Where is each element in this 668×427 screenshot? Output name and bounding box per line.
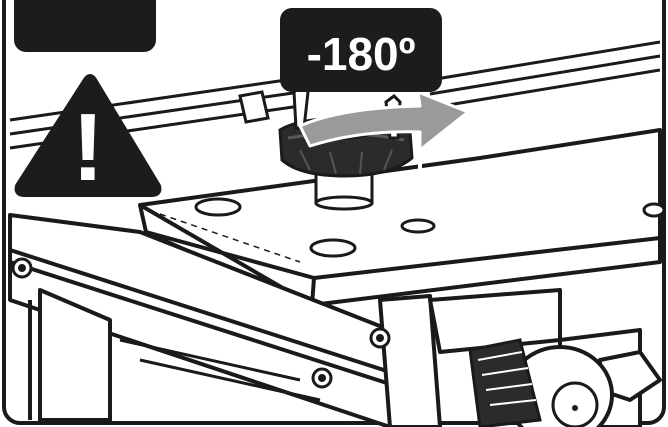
warning-triangle-icon: ! [14,74,162,201]
rotation-label-text: -180º [307,28,416,80]
rotation-arrow-icon [298,90,470,178]
board-hole [309,238,357,258]
frame-bolts [11,257,391,389]
board-hole [400,218,436,234]
board-hole [642,202,666,218]
guide-rails [9,40,661,150]
step-badge [14,0,156,52]
lower-frame [8,213,662,427]
board-hole [194,197,242,217]
rotation-label: -180º [280,8,442,92]
warning-symbol: ! [72,94,104,201]
handwheel [468,338,614,427]
